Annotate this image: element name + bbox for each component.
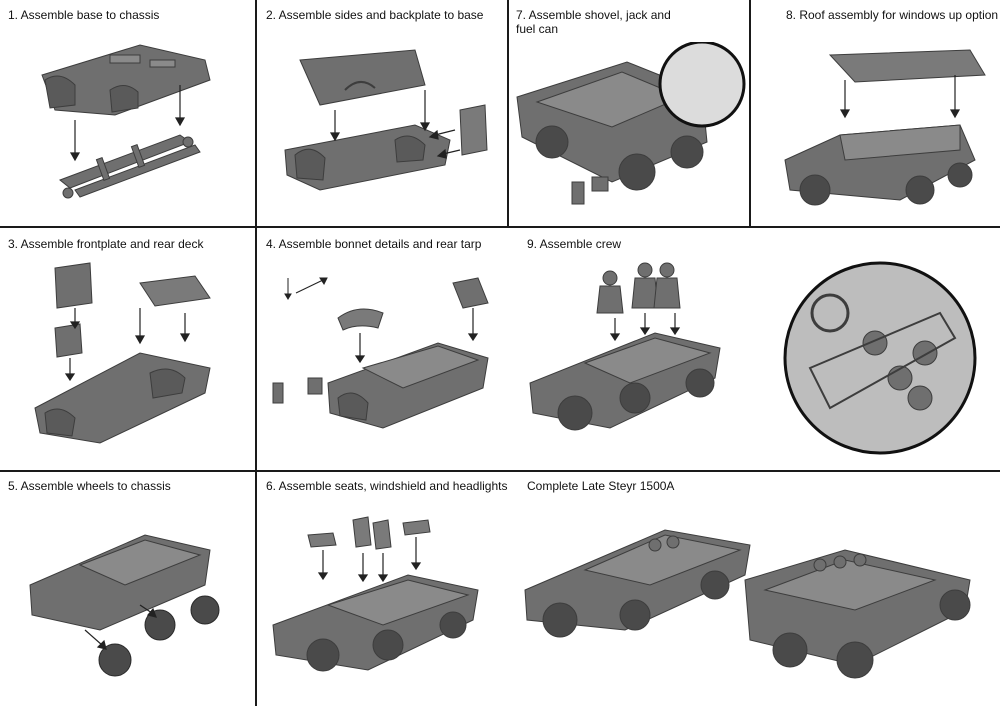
bonnet-part	[337, 308, 384, 331]
seat-parts	[307, 516, 431, 550]
step-5-caption: 5. Assemble wheels to chassis	[8, 479, 171, 493]
divider-vertical-right	[749, 0, 751, 226]
vehicle-body	[29, 534, 211, 631]
step-9-caption: 9. Assemble crew	[527, 237, 622, 251]
assembly-arrows	[329, 90, 461, 159]
magnifier-callout	[658, 42, 746, 128]
finished-vehicle-rear-view	[744, 549, 971, 679]
step-7-caption: 7. Assemble shovel, jack and fuel can	[516, 8, 671, 36]
divider-horizontal-lower	[0, 470, 1000, 472]
step-1-caption: 1. Assemble base to chassis	[8, 8, 160, 22]
step-6-caption: 6. Assemble seats, windshield and headli…	[266, 479, 508, 493]
assembly-arrows	[839, 75, 961, 119]
side-panel-part	[299, 49, 426, 106]
vehicle-body	[327, 342, 489, 429]
step-1-illustration	[41, 44, 211, 199]
step-5-illustration	[29, 534, 220, 677]
vehicle-body	[529, 332, 721, 431]
divider-vertical-left	[255, 0, 257, 706]
crew-detail-callout	[783, 261, 977, 455]
assembly-arrows	[354, 308, 479, 364]
step-8-illustration	[784, 49, 986, 206]
seated-crew-detail	[808, 293, 957, 411]
rear-tarp-part	[452, 277, 489, 309]
headlight-parts	[272, 377, 323, 404]
rear-deck-part	[139, 275, 211, 307]
step-3-illustration	[34, 262, 211, 444]
step-7-illustration	[516, 42, 746, 205]
chassis-frame-part	[59, 134, 201, 199]
assembly-arrows	[84, 604, 157, 650]
body-base-part	[284, 124, 451, 191]
step-2-illustration	[284, 49, 488, 191]
complete-vehicles-illustration	[524, 529, 971, 679]
fuel-can-part	[571, 176, 609, 205]
step-6-illustration	[272, 516, 479, 672]
crew-figures	[596, 262, 681, 314]
vehicle-with-windows	[784, 124, 976, 206]
vehicle-body	[272, 574, 479, 672]
frontplate-part	[54, 262, 93, 358]
step-3-caption: 3. Assemble frontplate and rear deck	[8, 237, 204, 251]
backplate-part	[459, 104, 488, 156]
step-9-illustration	[529, 262, 721, 431]
finished-vehicle-front-view	[524, 529, 751, 638]
divider-vertical-mid	[507, 0, 509, 226]
assembly-arrows	[609, 313, 681, 342]
assembly-arrows	[69, 85, 186, 162]
wheel-parts	[98, 595, 220, 677]
step-2-caption: 2. Assemble sides and backplate to base	[266, 8, 484, 22]
hull-assembly	[34, 352, 211, 444]
step-8-caption: 8. Roof assembly for windows up option	[786, 8, 999, 22]
direction-arrows	[284, 277, 328, 300]
complete-caption: Complete Late Steyr 1500A	[527, 479, 675, 493]
divider-horizontal-upper	[0, 226, 1000, 228]
roof-part	[828, 49, 986, 83]
step-4-caption: 4. Assemble bonnet details and rear tarp	[266, 237, 482, 251]
assembly-arrows	[64, 308, 191, 382]
step-4-illustration	[272, 277, 489, 429]
base-plate-part	[41, 44, 211, 116]
assembly-arrows	[317, 537, 422, 583]
